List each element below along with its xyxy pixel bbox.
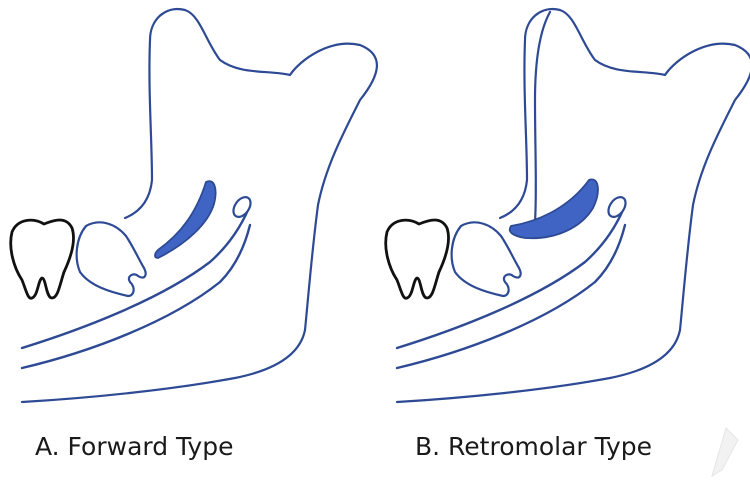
mandible-diagram-forward bbox=[0, 0, 375, 420]
retromolar-inner-line bbox=[535, 12, 550, 222]
second-molar bbox=[11, 220, 74, 298]
caption-forward-type: A. Forward Type bbox=[35, 432, 233, 461]
canal-cross-section bbox=[230, 194, 254, 220]
caption-retromolar-type: B. Retromolar Type bbox=[415, 432, 652, 461]
retromolar-type-highlight bbox=[510, 179, 598, 238]
second-molar bbox=[386, 220, 449, 298]
impacted-third-molar bbox=[77, 222, 146, 296]
forward-type-highlight bbox=[155, 181, 216, 258]
impacted-third-molar bbox=[452, 222, 521, 296]
canal-cross-section bbox=[605, 194, 629, 220]
mandible-diagram-retromolar bbox=[375, 0, 750, 420]
panel-retromolar-type: B. Retromolar Type bbox=[375, 0, 750, 494]
panel-forward-type: A. Forward Type bbox=[0, 0, 375, 494]
watermark-logo bbox=[704, 422, 744, 480]
